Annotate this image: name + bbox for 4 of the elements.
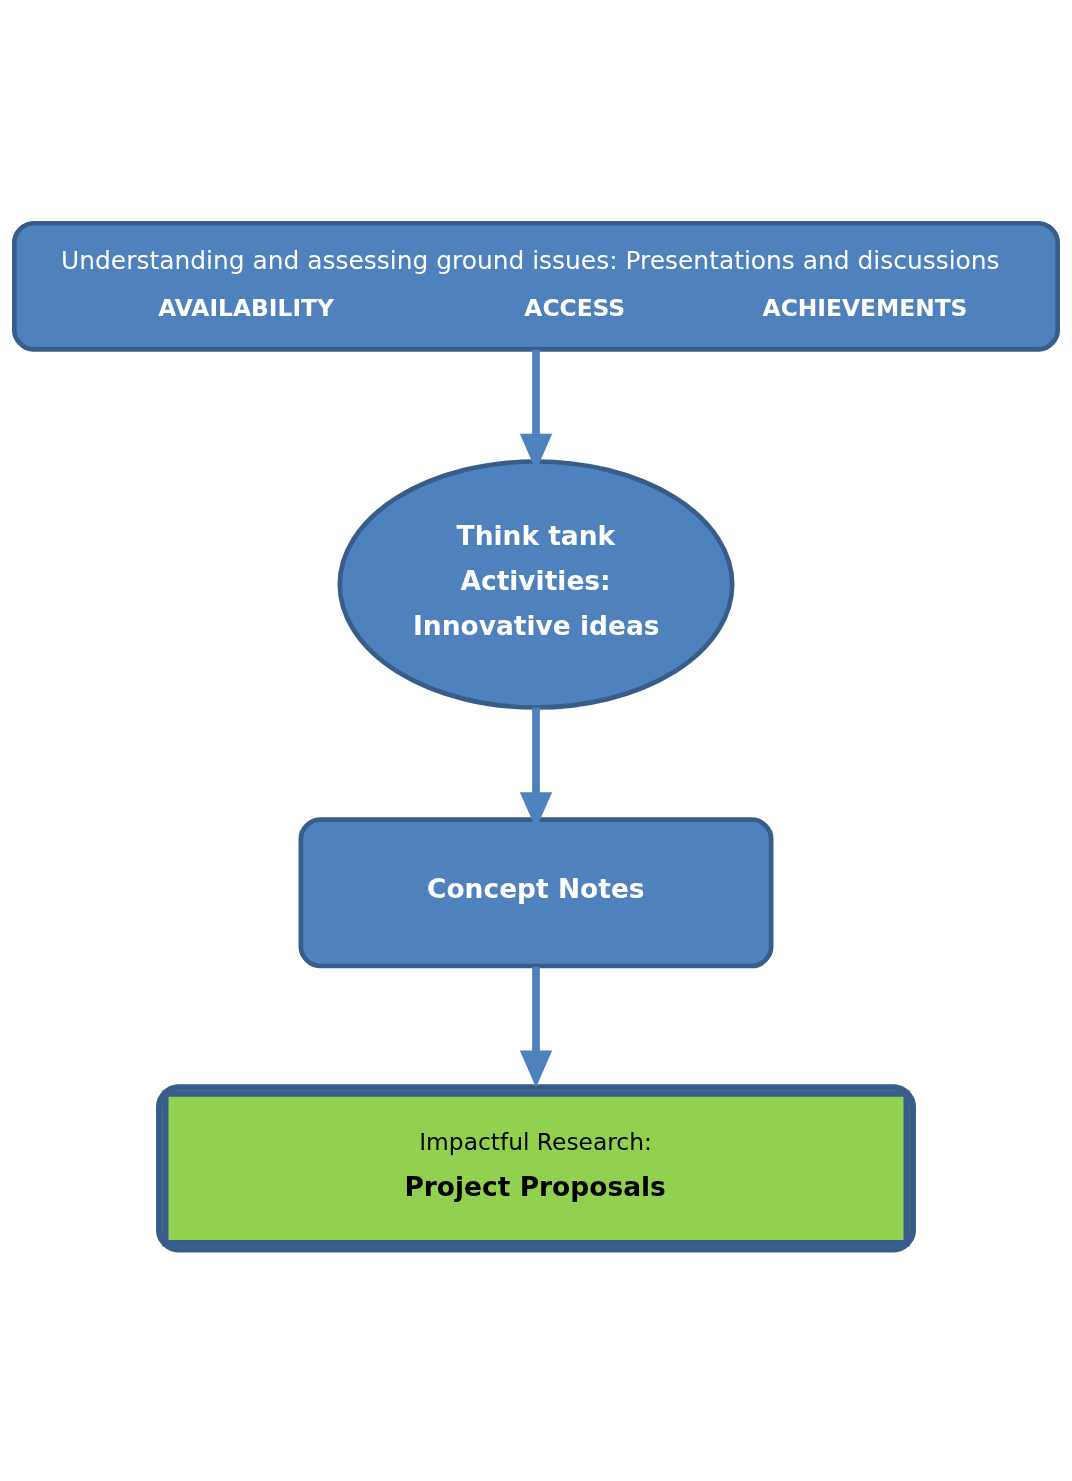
arrow: [519, 966, 553, 1087]
node-ellipse: Think tank Activities: Innovative ideas: [337, 458, 735, 710]
node-box: Understanding and assessing ground issues: Presentations and discussions AVAILABILITY ACCESS ACHIEVEMENTS: [12, 220, 1060, 352]
node-box: Concept Notes: [298, 816, 774, 968]
